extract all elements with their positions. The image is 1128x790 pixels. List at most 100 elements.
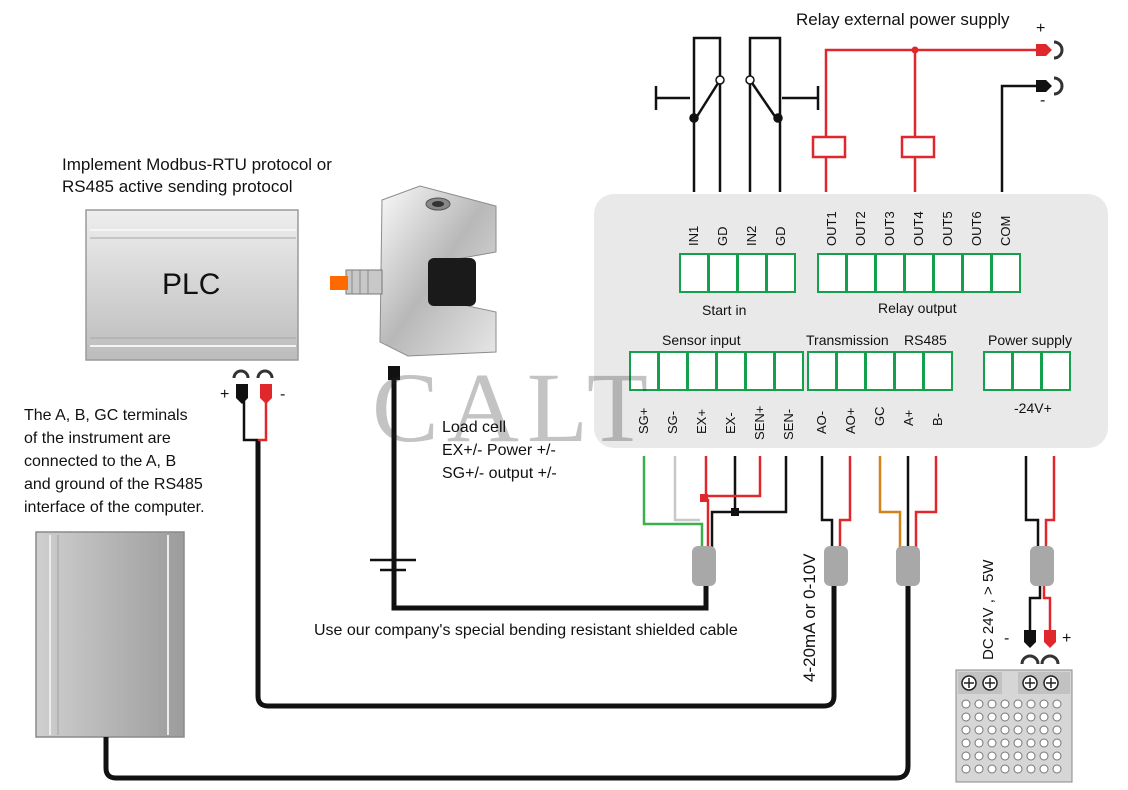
vent-hole	[1039, 764, 1049, 774]
vent-hole	[974, 725, 984, 735]
vent-hole	[1026, 712, 1036, 722]
terminal-label-out4: OUT4	[911, 211, 926, 246]
vent-hole	[961, 738, 971, 748]
vent-hole	[1052, 751, 1062, 761]
vent-hole	[987, 738, 997, 748]
ground-symbol	[370, 558, 416, 572]
vent-hole	[974, 738, 984, 748]
vent-hole	[987, 751, 997, 761]
vent-hole	[987, 764, 997, 774]
vent-hole	[1026, 764, 1036, 774]
terminal-label-a-plus: A+	[901, 409, 916, 426]
vent-hole	[1026, 738, 1036, 748]
terminal-label-ao-plus: AO+	[843, 407, 858, 434]
group-label-sensor-input: Sensor input	[662, 332, 741, 348]
vent-hole	[987, 699, 997, 709]
vent-hole	[1000, 751, 1010, 761]
vent-hole	[1026, 725, 1036, 735]
vent-hole	[1000, 699, 1010, 709]
vent-hole	[1052, 699, 1062, 709]
plc-minus-sign: -	[280, 386, 286, 403]
calt-watermark: CALT	[372, 352, 656, 463]
terminal-label-out1: OUT1	[824, 211, 839, 246]
top-terminal-blocks	[679, 253, 1021, 293]
start-switches	[654, 36, 820, 192]
terminal-label-sen-minus: SEN-	[781, 408, 796, 440]
vent-hole	[1013, 699, 1023, 709]
sensor-cable-sleeve	[692, 546, 716, 586]
supply-plus-sign: +	[1062, 630, 1072, 647]
plc-label: PLC	[162, 268, 221, 301]
vent-hole	[961, 751, 971, 761]
terminal-label-sg-plus: SG+	[636, 407, 651, 434]
vent-hole	[1052, 712, 1062, 722]
vent-hole	[1013, 738, 1023, 748]
power-supply-module	[955, 669, 1073, 783]
power-supply-lugs	[1020, 630, 1060, 665]
vent-hole	[1052, 738, 1062, 748]
vent-hole	[1013, 725, 1023, 735]
power-requirement-note: DC 24V , > 5W	[980, 559, 997, 660]
relay-supply-terminals	[1036, 40, 1064, 96]
terminal-label-sen-plus: SEN+	[752, 405, 767, 440]
vent-hole	[961, 699, 971, 709]
computer-device	[35, 531, 185, 738]
terminal-label-power: -24V+	[1014, 400, 1052, 416]
vent-hole	[987, 712, 997, 722]
vent-hole	[1052, 725, 1062, 735]
terminal-label-ex-plus: EX+	[694, 409, 709, 434]
terminal-label-out3: OUT3	[882, 211, 897, 246]
terminal-label-ex-minus: EX-	[723, 412, 738, 434]
vent-hole	[1000, 764, 1010, 774]
vent-hole	[987, 725, 997, 735]
relay-supply-label: Relay external power supply	[796, 10, 1010, 29]
rs485-computer-cable	[103, 586, 911, 781]
vent-hole	[1039, 699, 1049, 709]
vent-hole	[1000, 738, 1010, 748]
plc-protocol-heading: Implement Modbus-RTU protocol or RS485 a…	[62, 155, 332, 196]
relay-wiring	[811, 46, 1040, 192]
load-cell-cable	[391, 378, 709, 611]
supply-minus-sign: -	[1004, 630, 1010, 647]
vent-hole	[974, 764, 984, 774]
group-label-rs485: RS485	[904, 332, 947, 348]
terminal-label-in1: IN1	[686, 225, 701, 246]
rs485-cable-sleeve	[896, 546, 920, 586]
relay-plus-sign: +	[1036, 20, 1046, 37]
terminal-label-in2: IN2	[744, 225, 759, 246]
bottom-terminal-blocks	[629, 351, 1071, 391]
terminal-label-gd-1: GD	[715, 226, 730, 247]
terminal-label-gc: GC	[872, 406, 887, 427]
vent-hole	[1052, 764, 1062, 774]
terminal-label-sg-minus: SG-	[665, 410, 680, 434]
group-label-transmission: Transmission	[806, 332, 889, 348]
plc-device	[85, 209, 299, 361]
group-label-relay-output: Relay output	[878, 300, 957, 316]
transmission-output-note: 4-20mA or 0-10V	[800, 553, 819, 682]
vent-hole	[1000, 725, 1010, 735]
vent-hole	[1039, 712, 1049, 722]
group-label-start-in: Start in	[702, 302, 747, 318]
vent-hole	[961, 725, 971, 735]
power-cable-sleeve	[1030, 546, 1054, 586]
terminal-label-ao-minus: AO-	[814, 410, 829, 434]
computer-connection-note: The A, B, GC terminals of the instrument…	[24, 407, 205, 516]
vent-hole	[1013, 764, 1023, 774]
vent-hole	[961, 712, 971, 722]
group-label-power-supply: Power supply	[988, 332, 1073, 348]
terminal-label-gd-2: GD	[773, 226, 788, 247]
terminal-label-out2: OUT2	[853, 211, 868, 246]
relay-minus-sign: -	[1040, 92, 1046, 109]
vent-hole	[1013, 712, 1023, 722]
vent-hole	[1039, 725, 1049, 735]
vent-hole	[1039, 751, 1049, 761]
plc-plus-sign: +	[220, 386, 230, 403]
cable-note: Use our company's special bending resist…	[314, 622, 738, 639]
terminal-label-com: COM	[998, 215, 1013, 246]
plc-terminal-lugs	[232, 369, 274, 404]
terminal-label-b-minus: B-	[930, 413, 945, 426]
vent-hole	[1000, 712, 1010, 722]
vent-hole	[974, 751, 984, 761]
load-cell-note: Load cell EX+/- Power +/- SG+/- output +…	[442, 419, 557, 482]
